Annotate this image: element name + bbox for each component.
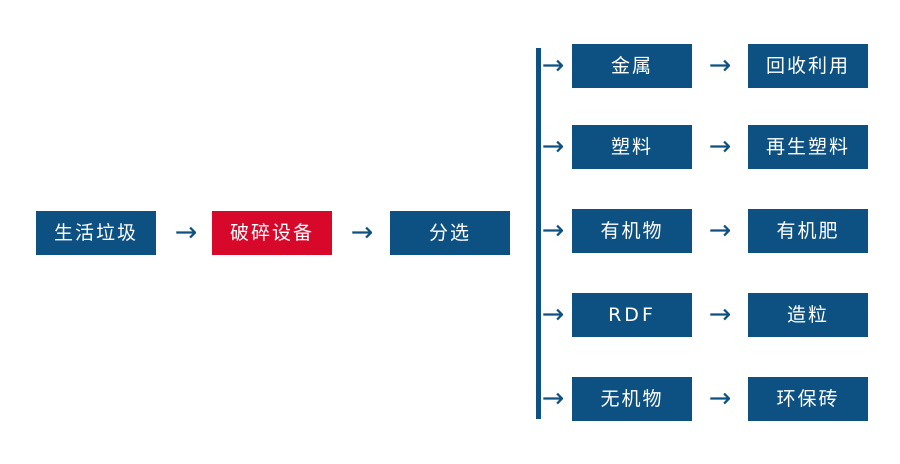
node-label: 分选 bbox=[428, 221, 471, 244]
arrow-right-icon-main-1: → bbox=[174, 217, 198, 248]
node-label: 生活垃圾 bbox=[53, 221, 138, 244]
node-household-waste[interactable]: 生活垃圾 bbox=[36, 211, 156, 255]
node-label: 塑料 bbox=[610, 135, 653, 158]
arrow-right-icon-product-2: → bbox=[708, 131, 732, 162]
arrow-right-icon-product-1: → bbox=[708, 50, 732, 81]
node-material-plastic[interactable]: 塑料 bbox=[572, 125, 692, 169]
node-label: 造粒 bbox=[786, 303, 829, 326]
arrow-right-icon-branch-4: → bbox=[541, 299, 565, 330]
arrow-right-icon-branch-1: → bbox=[541, 50, 565, 81]
node-label: 环保砖 bbox=[776, 387, 840, 410]
node-material-rdf[interactable]: RDF bbox=[572, 293, 692, 337]
node-label: RDF bbox=[608, 303, 656, 326]
arrow-right-icon-product-5: → bbox=[708, 383, 732, 414]
node-product-recycling[interactable]: 回收利用 bbox=[748, 44, 868, 88]
arrow-right-icon-branch-3: → bbox=[541, 215, 565, 246]
node-label: 金属 bbox=[610, 54, 653, 77]
arrow-right-icon-main-2: → bbox=[350, 217, 374, 248]
node-material-inorganic[interactable]: 无机物 bbox=[572, 377, 692, 421]
node-label: 回收利用 bbox=[765, 54, 850, 77]
arrow-right-icon-product-3: → bbox=[708, 215, 732, 246]
node-label: 破碎设备 bbox=[229, 221, 314, 244]
arrow-right-icon-branch-2: → bbox=[541, 131, 565, 162]
arrow-right-icon-branch-5: → bbox=[541, 383, 565, 414]
node-product-eco-brick[interactable]: 环保砖 bbox=[748, 377, 868, 421]
node-sorting[interactable]: 分选 bbox=[390, 211, 510, 255]
node-label: 有机肥 bbox=[776, 219, 840, 242]
node-label: 有机物 bbox=[600, 219, 664, 242]
node-product-recycled-plastic[interactable]: 再生塑料 bbox=[748, 125, 868, 169]
node-crushing-equipment[interactable]: 破碎设备 bbox=[212, 211, 332, 255]
branch-bus-vertical-line bbox=[536, 48, 541, 419]
node-product-organic-fertilizer[interactable]: 有机肥 bbox=[748, 209, 868, 253]
node-product-pelletizing[interactable]: 造粒 bbox=[748, 293, 868, 337]
node-label: 无机物 bbox=[600, 387, 664, 410]
arrow-right-icon-product-4: → bbox=[708, 299, 732, 330]
node-material-metal[interactable]: 金属 bbox=[572, 44, 692, 88]
node-material-organic[interactable]: 有机物 bbox=[572, 209, 692, 253]
node-label: 再生塑料 bbox=[765, 135, 850, 158]
